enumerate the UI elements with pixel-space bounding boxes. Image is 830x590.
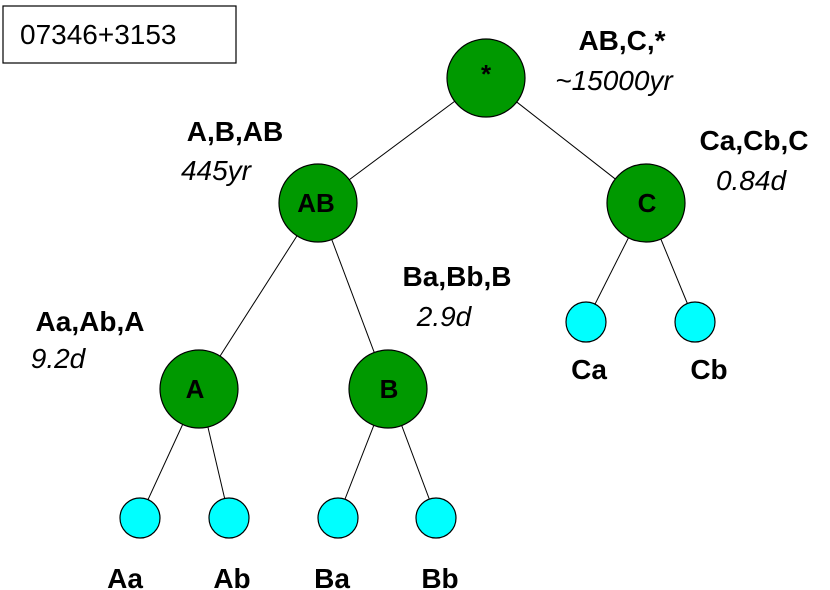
orbit-root-annotation: AB,C,* ~15000yr <box>555 25 674 96</box>
orbit-A-annotation: Aa,Ab,A 9.2d <box>31 306 145 374</box>
orbit-AB-name: A,B,AB <box>187 116 283 147</box>
system-name-box: 07346+3153 <box>2 5 237 64</box>
orbit-root-name: AB,C,* <box>578 25 665 56</box>
node-B-label: B <box>380 374 399 404</box>
orbit-A-period: 9.2d <box>31 343 87 374</box>
node-root-circle <box>446 38 526 118</box>
system-name: 07346+3153 <box>20 19 177 50</box>
star-Cb-circle <box>674 301 716 343</box>
star-Cb-label: Cb <box>690 354 727 385</box>
node-C-label: C <box>638 188 657 218</box>
node-B-circle <box>348 349 428 429</box>
orbit-B-annotation: Ba,Bb,B 2.9d <box>403 261 512 332</box>
star-Bb-label: Bb <box>421 563 458 590</box>
star-Aa-circle <box>119 497 161 539</box>
node-C-circle <box>606 163 686 243</box>
orbit-B-period: 2.9d <box>416 301 473 332</box>
orbit-C-annotation: Ca,Cb,C 0.84d <box>700 125 809 196</box>
star-Ab-label: Ab <box>213 563 250 590</box>
node-A-label: A <box>186 374 205 404</box>
orbit-AB-period: 445yr <box>181 155 253 186</box>
orbit-B-name: Ba,Bb,B <box>403 261 512 292</box>
node-A-circle <box>159 349 239 429</box>
star-Aa-label: Aa <box>107 563 143 590</box>
node-C: C <box>606 163 686 243</box>
node-AB-circle <box>278 163 358 243</box>
node-AB-label: AB <box>297 188 335 218</box>
orbit-C-name: Ca,Cb,C <box>700 125 809 156</box>
orbit-root-period: ~15000yr <box>555 65 674 96</box>
star-Ba-circle <box>317 497 359 539</box>
node-root: * <box>446 38 526 118</box>
star-Ab-circle <box>208 497 250 539</box>
orbit-C-period: 0.84d <box>716 165 787 196</box>
star-Bb-circle <box>415 497 457 539</box>
star-Ca-label: Ca <box>571 354 607 385</box>
node-AB: AB <box>278 163 358 243</box>
node-A: A <box>159 349 239 429</box>
orbit-A-name: Aa,Ab,A <box>36 306 145 337</box>
node-B: B <box>348 349 428 429</box>
orbit-AB-annotation: A,B,AB 445yr <box>181 116 283 186</box>
node-root-label: * <box>481 59 492 89</box>
star-Ba-label: Ba <box>314 563 350 590</box>
star-Ca-circle <box>565 301 607 343</box>
